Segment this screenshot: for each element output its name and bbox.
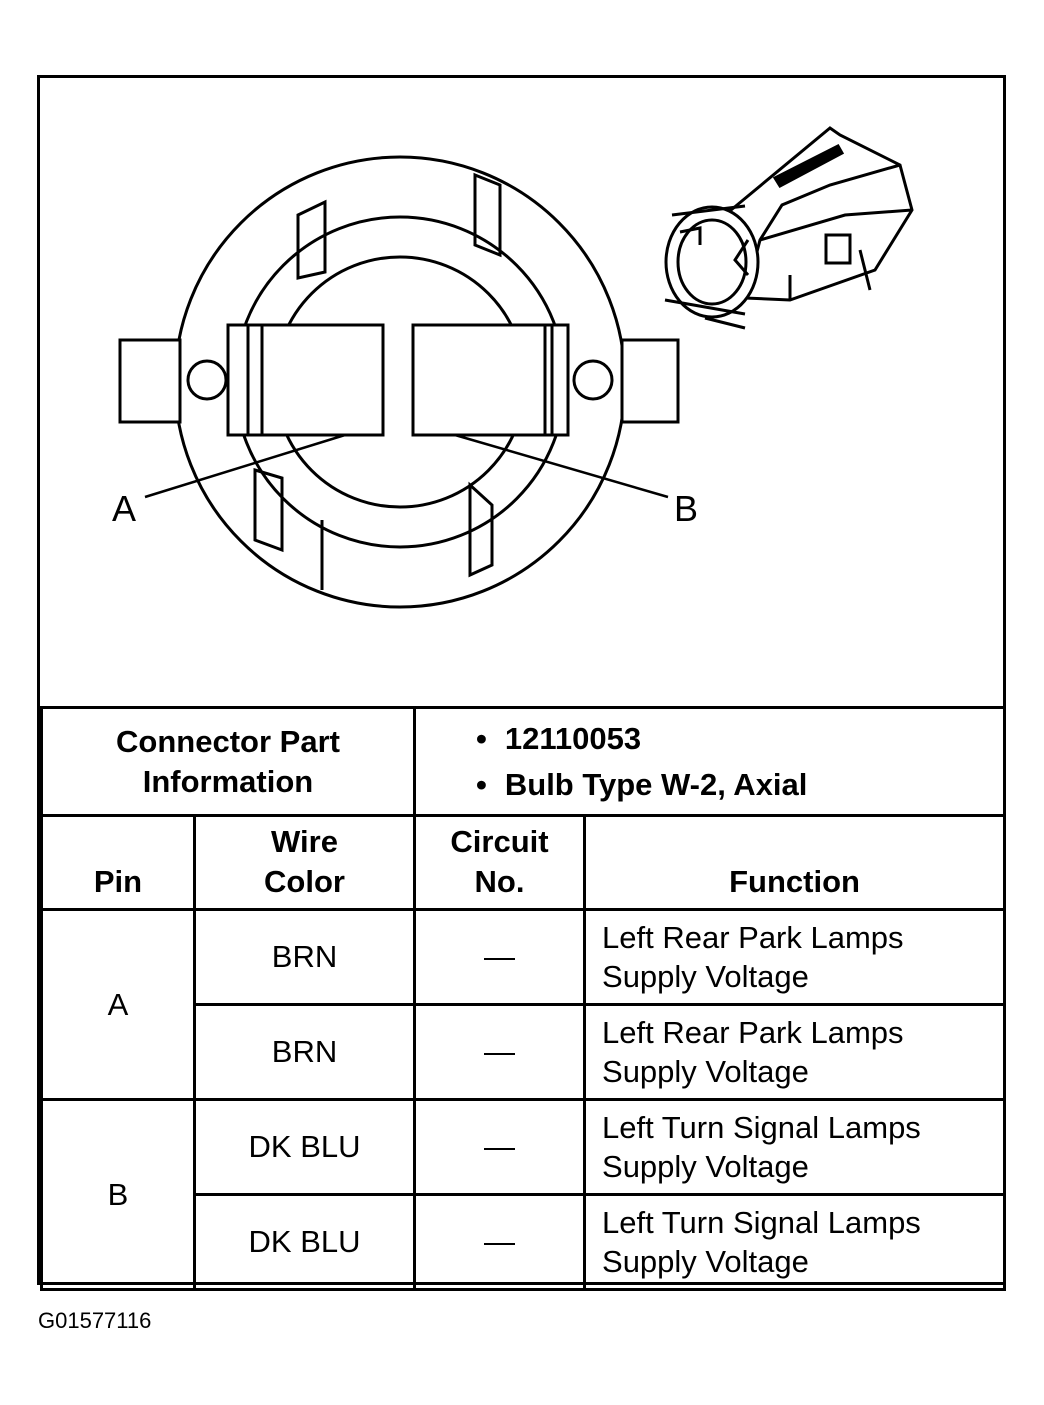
- col-header-function: Function: [583, 814, 1007, 911]
- connector-figure: A B: [112, 126, 914, 609]
- terminal-a: [226, 323, 385, 437]
- connector-info-row: Connector Part Information 12110053 Bulb…: [39, 706, 1007, 817]
- leader-line-a: [144, 433, 346, 499]
- connector-info-values: 12110053 Bulb Type W-2, Axial: [413, 706, 1007, 817]
- pinout-table: Connector Part Information 12110053 Bulb…: [39, 706, 1007, 1291]
- terminal-b: [411, 323, 570, 437]
- leader-line-b: [454, 433, 669, 499]
- diagram-frame: A B Connector Part Information 12110053 …: [37, 75, 1007, 1291]
- connector-face-view: [118, 155, 680, 609]
- connector-info-label-line1: Connector Part: [116, 723, 340, 759]
- function-cell: Left Turn Signal Lamps Supply Voltage: [583, 1098, 1007, 1196]
- top-locking-ramp: [296, 172, 502, 280]
- table-row: B DK BLU — Left Turn Signal Lamps Supply…: [40, 1098, 1007, 1291]
- callout-b-label: B: [674, 488, 698, 529]
- callout-a-label: A: [112, 488, 136, 529]
- connector-info-label-line2: Information: [142, 763, 314, 799]
- pinout-table-container: Connector Part Information 12110053 Bulb…: [39, 706, 1007, 1291]
- wire-color-cell: BRN: [192, 1003, 417, 1101]
- right-tab-hole: [572, 359, 614, 401]
- table-row: A BRN — Left Rear Park Lamps Supply Volt…: [40, 908, 1007, 1101]
- function-cell: Left Rear Park Lamps Supply Voltage: [583, 1003, 1007, 1101]
- pin-cell: A: [40, 908, 196, 1101]
- bottom-locking-ramp: [253, 467, 494, 590]
- connector-bulb-type: Bulb Type W-2, Axial: [476, 762, 997, 808]
- table-row: DK BLU — Left Turn Signal Lamps Supply V…: [42, 1193, 1007, 1291]
- function-cell: Left Rear Park Lamps Supply Voltage: [583, 908, 1007, 1006]
- function-cell: Left Turn Signal Lamps Supply Voltage: [583, 1193, 1007, 1291]
- circuit-cell: —: [413, 1098, 587, 1196]
- connector-info-label: Connector Part Information: [39, 706, 417, 817]
- circuit-cell: —: [413, 908, 587, 1006]
- col-header-pin: Pin: [40, 814, 196, 911]
- connector-perspective-view: [664, 126, 914, 330]
- connector-socket-opening: [664, 205, 760, 319]
- left-mounting-tab: [118, 338, 182, 424]
- col-header-circuit-no: Circuit No.: [413, 814, 587, 911]
- column-header-row: Pin Wire Color Circuit No. Function: [40, 814, 1007, 911]
- left-tab-hole: [186, 359, 228, 401]
- table-row: BRN — Left Rear Park Lamps Supply Voltag…: [42, 1003, 1007, 1101]
- figure-id-caption: G01577116: [38, 1308, 152, 1333]
- wire-color-cell: BRN: [192, 908, 417, 1006]
- circuit-cell: —: [413, 1003, 587, 1101]
- connector-part-number: 12110053: [476, 716, 997, 762]
- right-mounting-tab: [620, 338, 680, 424]
- circuit-cell: —: [413, 1193, 587, 1291]
- col-header-wire-color: Wire Color: [192, 814, 417, 911]
- pin-cell: B: [40, 1098, 196, 1291]
- wire-color-cell: DK BLU: [192, 1193, 417, 1291]
- wire-color-cell: DK BLU: [192, 1098, 417, 1196]
